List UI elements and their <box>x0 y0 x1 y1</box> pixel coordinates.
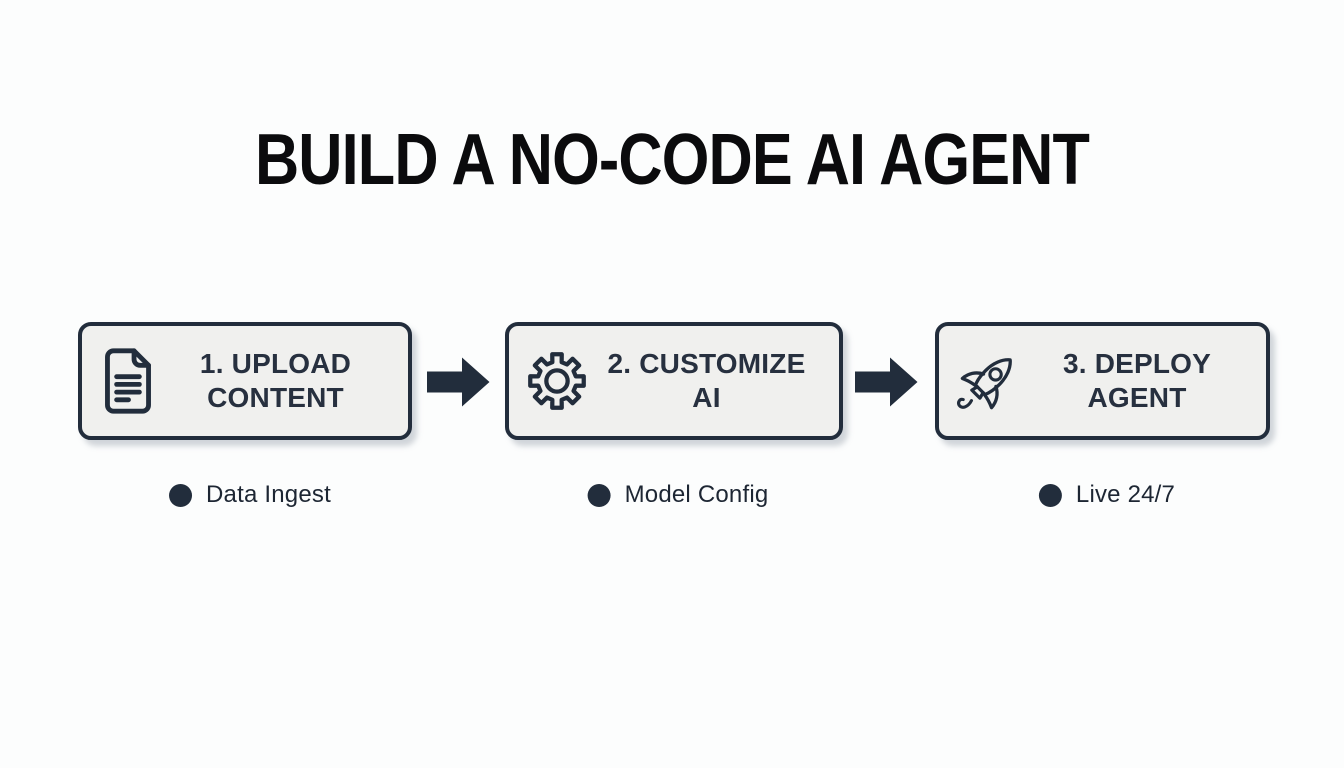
bullet-dot-icon <box>1038 483 1062 507</box>
arrow-right-icon <box>855 356 919 408</box>
bullet-item-live-24-7: Live 24/7 <box>1038 481 1176 509</box>
step-label-customize-ai: 2. CUSTOMIZE AI <box>588 347 825 415</box>
bullet-label: Data Ingest <box>206 481 331 508</box>
step-box-customize-ai: 2. CUSTOMIZE AI <box>505 322 843 440</box>
step-label-line2: CONTENT <box>207 382 344 413</box>
step-box-upload-content: 1. UPLOAD CONTENT <box>78 322 412 440</box>
rocket-icon <box>956 348 1022 414</box>
bullet-dot-icon <box>587 483 611 507</box>
step-label-line2: AI <box>692 382 721 413</box>
arrow-right-icon <box>427 356 491 408</box>
step-label-deploy-agent: 3. DEPLOY AGENT <box>1022 347 1252 415</box>
step-label-line1: 3. DEPLOY <box>1062 347 1212 379</box>
page-title: BUILD A NO-CODE AI AGENT <box>254 120 1090 200</box>
step-label-upload-content: 1. UPLOAD CONTENT <box>157 347 394 415</box>
document-icon <box>99 347 157 415</box>
step-label-line1: 1. UPLOAD <box>199 347 352 379</box>
bullet-label: Live 24/7 <box>1075 481 1176 508</box>
bullet-label: Model Config <box>624 481 769 508</box>
bullet-item-data-ingest: Data Ingest <box>169 481 331 509</box>
step-label-line1: 2. CUSTOMIZE <box>607 347 806 379</box>
gear-icon <box>526 350 588 412</box>
step-label-line2: AGENT <box>1087 382 1187 413</box>
bullet-item-model-config: Model Config <box>587 481 769 509</box>
bullet-dot-icon <box>169 483 193 507</box>
step-box-deploy-agent: 3. DEPLOY AGENT <box>935 322 1270 440</box>
